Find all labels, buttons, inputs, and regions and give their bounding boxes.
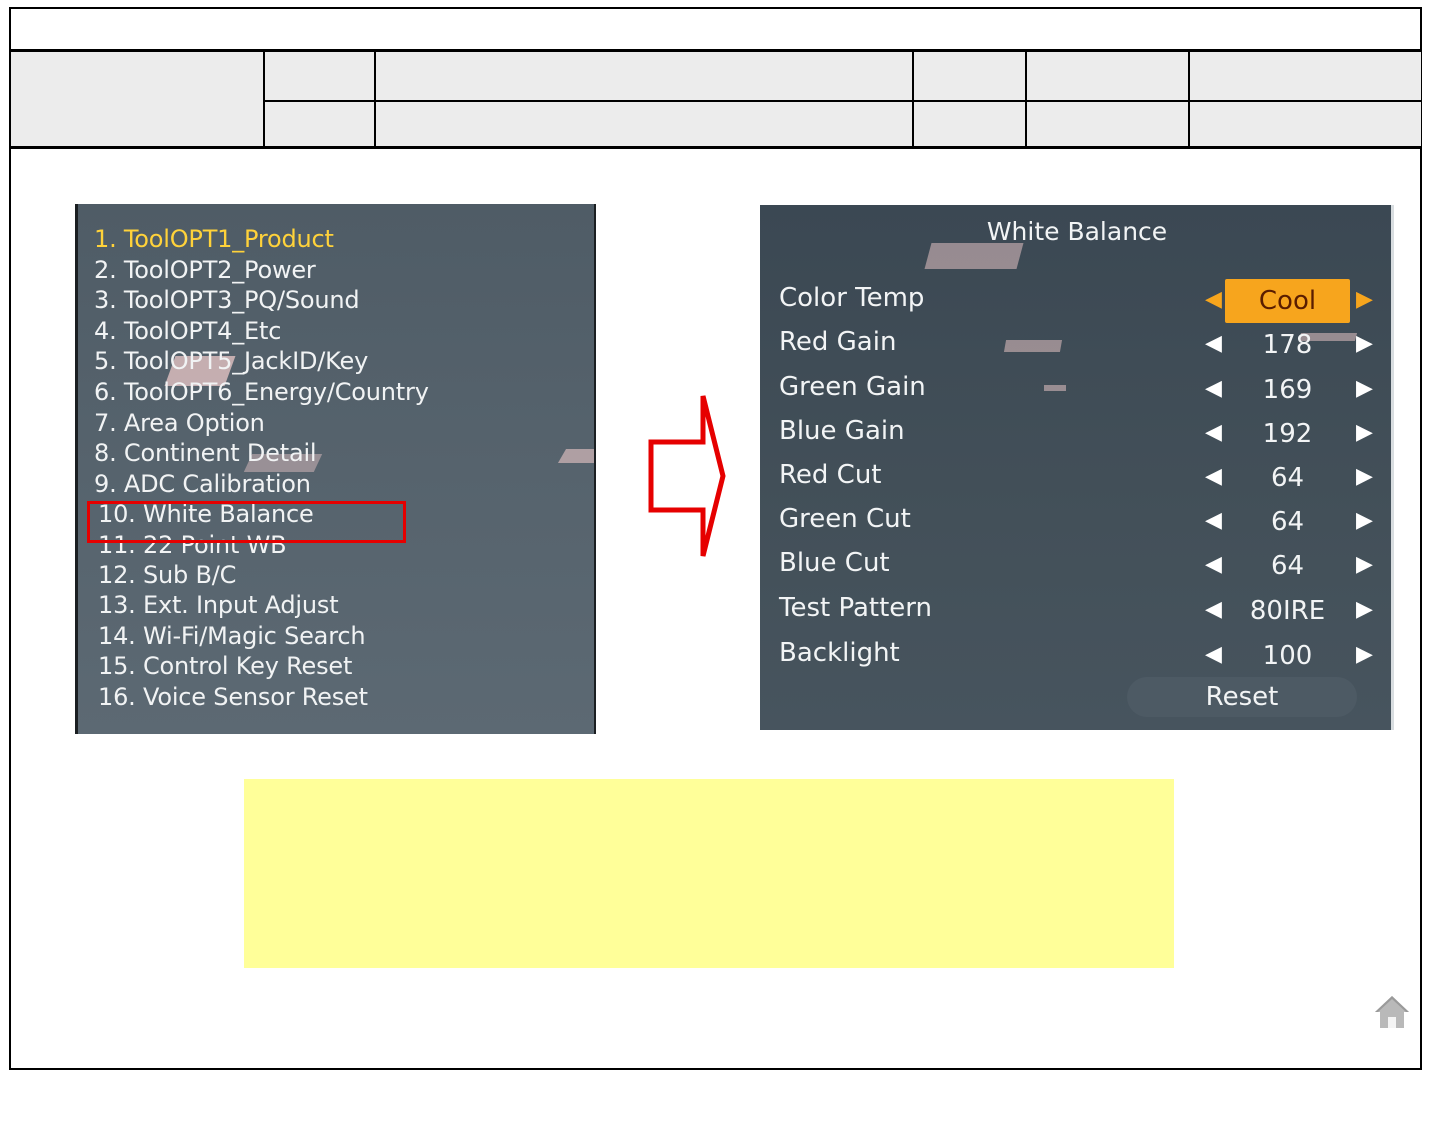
white-balance-row[interactable]: Blue Gain ◀ 192 ▶ bbox=[760, 414, 1391, 454]
white-balance-panel: White Balance Color Temp◀Cool▶Red Gain◀1… bbox=[760, 205, 1394, 730]
white-balance-row[interactable]: Red Cut ◀ 64 ▶ bbox=[760, 458, 1391, 498]
header-col-divider bbox=[263, 52, 265, 147]
reset-button[interactable]: Reset bbox=[1127, 677, 1357, 717]
header-rule-top bbox=[11, 49, 1421, 52]
setting-label: Green Cut bbox=[779, 504, 911, 534]
decrease-arrow-icon[interactable]: ◀ bbox=[1205, 287, 1222, 312]
white-balance-row[interactable]: Backlight ◀ 100 ▶ bbox=[760, 636, 1391, 676]
decrease-arrow-icon[interactable]: ◀ bbox=[1205, 464, 1222, 489]
menu-item[interactable]: 6. ToolOPT6_Energy/Country bbox=[94, 377, 429, 406]
setting-value: 64 bbox=[1270, 463, 1305, 493]
setting-value: 100 bbox=[1262, 641, 1313, 671]
menu-item[interactable]: 14. Wi-Fi/Magic Search bbox=[98, 621, 366, 650]
menu-item[interactable]: 9. ADC Calibration bbox=[94, 469, 311, 498]
increase-arrow-icon[interactable]: ▶ bbox=[1356, 597, 1373, 622]
arrow-right-icon bbox=[648, 395, 726, 557]
increase-arrow-icon[interactable]: ▶ bbox=[1356, 420, 1373, 445]
decrease-arrow-icon[interactable]: ◀ bbox=[1205, 331, 1222, 356]
increase-arrow-icon[interactable]: ▶ bbox=[1356, 464, 1373, 489]
menu-item[interactable]: 7. Area Option bbox=[94, 408, 265, 437]
menu-item[interactable]: 1. ToolOPT1_Product bbox=[94, 225, 334, 253]
page-frame bbox=[9, 7, 1422, 1070]
menu-item[interactable]: 8. Continent Detail bbox=[94, 439, 317, 468]
header-rule-mid bbox=[263, 100, 1421, 102]
menu-item[interactable]: 2. ToolOPT2_Power bbox=[94, 255, 316, 284]
header-col-divider bbox=[912, 52, 914, 147]
increase-arrow-icon[interactable]: ▶ bbox=[1356, 552, 1373, 577]
screen-glare bbox=[924, 243, 1024, 269]
setting-value: Cool bbox=[1225, 279, 1350, 323]
white-balance-row[interactable]: Color Temp ◀Cool▶ bbox=[760, 279, 1391, 323]
setting-label: Green Gain bbox=[779, 372, 926, 402]
setting-value: 80IRE bbox=[1249, 596, 1326, 626]
white-balance-row[interactable]: Test Pattern ◀ 80IRE ▶ bbox=[760, 591, 1391, 631]
decrease-arrow-icon[interactable]: ◀ bbox=[1205, 508, 1222, 533]
setting-label: Red Gain bbox=[779, 327, 897, 357]
setting-label: Blue Gain bbox=[779, 416, 905, 446]
header-rule-bottom bbox=[11, 146, 1421, 149]
decrease-arrow-icon[interactable]: ◀ bbox=[1205, 597, 1222, 622]
setting-label: Color Temp bbox=[779, 283, 925, 313]
setting-value: 64 bbox=[1270, 507, 1305, 537]
menu-item[interactable]: 12. Sub B/C bbox=[98, 560, 237, 589]
white-balance-title: White Balance bbox=[986, 217, 1168, 246]
screen-glare bbox=[1044, 385, 1066, 391]
increase-arrow-icon[interactable]: ▶ bbox=[1356, 642, 1373, 667]
white-balance-row[interactable]: Red Gain ◀ 178 ▶ bbox=[760, 325, 1391, 365]
home-icon[interactable] bbox=[1374, 994, 1410, 1030]
header-table bbox=[11, 52, 1421, 147]
menu-item[interactable]: 5. ToolOPT5_JackID/Key bbox=[94, 347, 369, 376]
setting-label: Blue Cut bbox=[779, 548, 890, 578]
decrease-arrow-icon[interactable]: ◀ bbox=[1205, 552, 1222, 577]
decrease-arrow-icon[interactable]: ◀ bbox=[1205, 376, 1222, 401]
menu-item[interactable]: 16. Voice Sensor Reset bbox=[98, 682, 368, 711]
setting-label: Test Pattern bbox=[779, 593, 933, 623]
menu-item[interactable]: 10. White Balance bbox=[98, 500, 314, 529]
menu-item[interactable]: 11. 22 Point WB bbox=[98, 530, 287, 559]
white-balance-row[interactable]: Green Cut ◀ 64 ▶ bbox=[760, 502, 1391, 542]
setting-value: 64 bbox=[1270, 551, 1305, 581]
setting-value: 192 bbox=[1262, 419, 1313, 449]
white-balance-highlight bbox=[87, 501, 406, 543]
header-col-divider bbox=[374, 52, 376, 147]
decrease-arrow-icon[interactable]: ◀ bbox=[1205, 420, 1222, 445]
increase-arrow-icon[interactable]: ▶ bbox=[1356, 508, 1373, 533]
increase-arrow-icon[interactable]: ▶ bbox=[1356, 287, 1373, 312]
increase-arrow-icon[interactable]: ▶ bbox=[1356, 331, 1373, 356]
decrease-arrow-icon[interactable]: ◀ bbox=[1205, 642, 1222, 667]
header-col-divider bbox=[1188, 52, 1190, 147]
menu-item[interactable]: 13. Ext. Input Adjust bbox=[98, 591, 339, 620]
menu-item[interactable]: 3. ToolOPT3_PQ/Sound bbox=[94, 286, 360, 315]
menu-item[interactable]: 15. Control Key Reset bbox=[98, 652, 353, 681]
setting-value: 178 bbox=[1262, 330, 1313, 360]
header-col-divider bbox=[1025, 52, 1027, 147]
white-balance-row[interactable]: Green Gain ◀ 169 ▶ bbox=[760, 370, 1391, 410]
setting-value: 169 bbox=[1262, 375, 1313, 405]
setting-label: Backlight bbox=[779, 638, 900, 668]
menu-item[interactable]: 4. ToolOPT4_Etc bbox=[94, 316, 282, 345]
white-balance-row[interactable]: Blue Cut ◀ 64 ▶ bbox=[760, 546, 1391, 586]
increase-arrow-icon[interactable]: ▶ bbox=[1356, 376, 1373, 401]
note-box bbox=[244, 779, 1174, 968]
setting-label: Red Cut bbox=[779, 460, 882, 490]
screen-glare bbox=[557, 449, 594, 463]
